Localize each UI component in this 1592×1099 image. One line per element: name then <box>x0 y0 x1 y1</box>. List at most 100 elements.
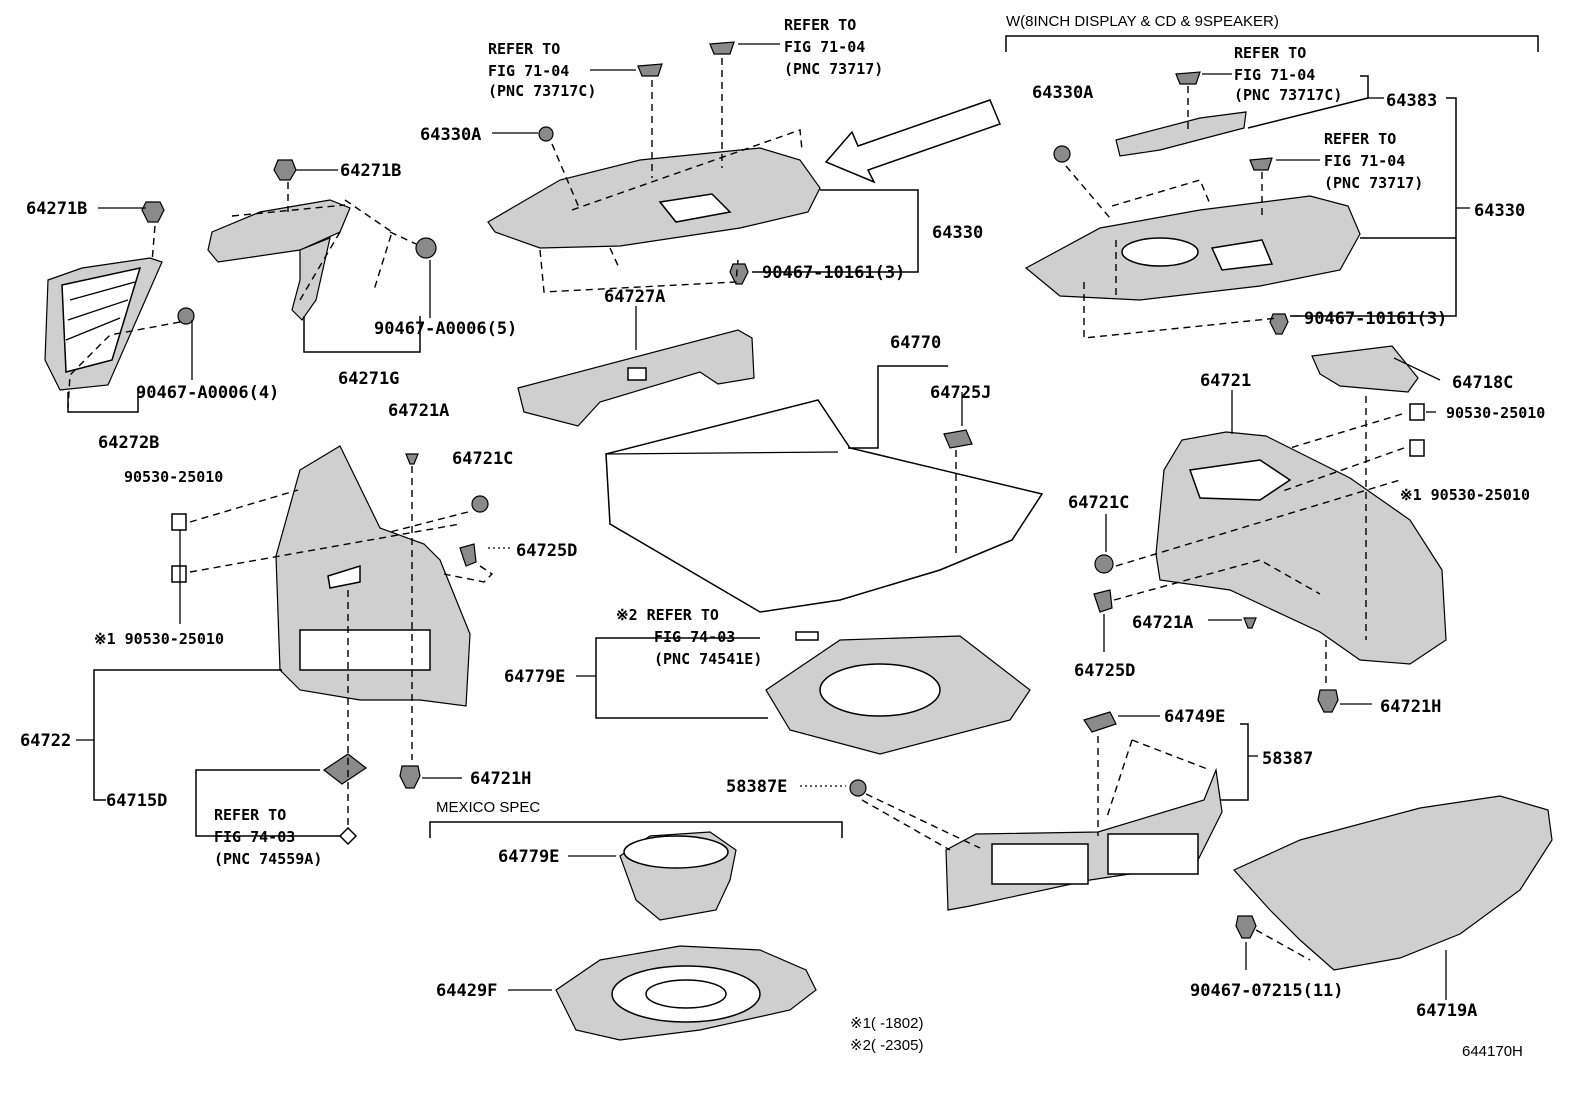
pillar-trim-64271G-drawing <box>207 199 351 321</box>
label-90467-07215: 90467-07215(11) <box>1190 981 1344 1001</box>
cover-64715D-drawing <box>322 753 368 785</box>
label-64330A-left: 64330A <box>420 125 481 145</box>
clip-90467-A0006-right <box>415 237 437 259</box>
spare-tray-64779E-mexico-drawing <box>619 831 737 921</box>
ref-block-top-mid: REFER TO FIG 71-04 (PNC 73717) <box>784 16 883 78</box>
ref-top-left-line2: FIG 71-04 <box>488 62 569 80</box>
clip-90467-07215-drawing <box>1235 915 1257 939</box>
cover-64383-drawing <box>1115 111 1247 157</box>
sill-trim-58387-drawing <box>945 767 1223 911</box>
clip-64330A-left <box>538 126 554 142</box>
ref-block-right-lower: REFER TO FIG 71-04 (PNC 73717) <box>1324 130 1423 192</box>
footnote-1: ※1( -1802) <box>850 1015 923 1032</box>
label-64330A-right: 64330A <box>1032 83 1093 103</box>
quarter-trim-64722-drawing <box>275 445 471 707</box>
ref-top-left-line3: (PNC 73717C) <box>488 82 596 100</box>
ref-center-line1: ※2 REFER TO <box>616 606 719 624</box>
label-90530-25010-a: 90530-25010 <box>124 468 223 486</box>
clip-64721C-left <box>471 495 489 513</box>
clip-73717-right <box>1249 157 1273 171</box>
tag-90530-25010-right-a <box>1409 403 1425 421</box>
hook-64725D-left <box>459 543 477 567</box>
label-64429F: 64429F <box>436 981 497 1001</box>
label-64271B-left: 64271B <box>26 199 87 219</box>
ref-right-upper-line3: (PNC 73717C) <box>1234 86 1342 104</box>
clip-73717C-left <box>637 63 663 77</box>
luggage-mat-64770-drawing <box>605 399 1044 613</box>
ref-right-lower-line1: REFER TO <box>1324 130 1396 148</box>
clip-64721H-right <box>1317 689 1339 713</box>
label-64721C-right: 64721C <box>1068 493 1129 513</box>
label-64330-left: 64330 <box>932 223 983 243</box>
mexico-spec-label: MEXICO SPEC <box>436 799 540 816</box>
clip-64271B-left <box>141 201 165 223</box>
label-64721C-left: 64721C <box>452 449 513 469</box>
clip-64721A-right <box>1243 617 1257 629</box>
package-tray-64330-right-drawing <box>1024 195 1361 301</box>
clip-64330A-right <box>1053 145 1071 163</box>
label-64715D: 64715D <box>106 791 167 811</box>
label-90467-A0006-5: 90467-A0006(5) <box>374 319 517 339</box>
ref-block-center: ※2 REFER TO FIG 74-03 (PNC 74541E) <box>616 606 762 668</box>
label-90467-A0006-4: 90467-A0006(4) <box>136 383 279 403</box>
clip-90467-10161-right <box>1269 313 1289 335</box>
variant-header: W(8INCH DISPLAY & CD & 9SPEAKER) <box>1006 13 1279 30</box>
ref-center-line2: FIG 74-03 <box>654 628 735 646</box>
spare-tray-64779E-drawing <box>765 631 1031 755</box>
ref-right-lower-line2: FIG 71-04 <box>1324 152 1405 170</box>
label-64727A: 64727A <box>604 287 665 307</box>
label-64718C: 64718C <box>1452 373 1513 393</box>
label-64725D-left: 64725D <box>516 541 577 561</box>
ref-bottom-left-line2: FIG 74-03 <box>214 828 295 846</box>
ref-bottom-left-line1: REFER TO <box>214 806 286 824</box>
label-90467-10161-left: 90467-10161(3) <box>762 263 905 283</box>
trunk-lid-trim-64719A-drawing <box>1233 795 1553 971</box>
label-64779E-top: 64779E <box>504 667 565 687</box>
ref-block-bottom-left: REFER TO FIG 74-03 (PNC 74559A) <box>214 806 322 868</box>
ref-center-line3: (PNC 74541E) <box>654 650 762 668</box>
ref-top-left-line1: REFER TO <box>488 40 560 58</box>
ref-top-mid-line1: REFER TO <box>784 16 856 34</box>
label-64330-right: 64330 <box>1474 201 1525 221</box>
quarter-trim-64721-drawing <box>1155 431 1447 665</box>
clip-64271B-top <box>273 159 297 181</box>
clip-90467-10161-left <box>729 263 749 285</box>
clip-73717C-right <box>1175 71 1201 85</box>
clip-64749E-drawing <box>1083 711 1117 733</box>
label-64719A: 64719A <box>1416 1001 1477 1021</box>
package-tray-64330-left-drawing <box>487 147 821 249</box>
ref-right-upper-line1: REFER TO <box>1234 44 1306 62</box>
label-58387: 58387 <box>1262 749 1313 769</box>
label-64721: 64721 <box>1200 371 1251 391</box>
tag-90530-25010-right-b <box>1409 439 1425 457</box>
label-90467-10161-right: 90467-10161(3) <box>1304 309 1447 329</box>
clip-64721A-left <box>405 453 419 465</box>
label-64721H-right: 64721H <box>1380 697 1441 717</box>
label-64272B: 64272B <box>98 433 159 453</box>
tire-cover-64429F-drawing <box>555 945 817 1041</box>
label-64749E: 64749E <box>1164 707 1225 727</box>
clip-64721H-left <box>399 765 421 789</box>
label-64722: 64722 <box>20 731 71 751</box>
tag-64725J-drawing <box>943 429 973 449</box>
cover-64718C-drawing <box>1311 345 1419 393</box>
figure-id: 644170H <box>1462 1043 1523 1060</box>
tag-90530-25010-left-b <box>171 565 187 583</box>
ref-block-right-upper: REFER TO FIG 71-04 (PNC 73717C) <box>1234 44 1342 104</box>
label-58387E: 58387E <box>726 777 787 797</box>
ref-right-upper-line2: FIG 71-04 <box>1234 66 1315 84</box>
ref-top-mid-line2: FIG 71-04 <box>784 38 865 56</box>
clip-58387E-drawing <box>849 779 867 797</box>
ref-block-top-left: REFER TO FIG 71-04 (PNC 73717C) <box>488 40 596 100</box>
label-90530-25010-d: ※1 90530-25010 <box>1400 486 1530 504</box>
label-64721A-left: 64721A <box>388 401 449 421</box>
label-90530-25010-c: 90530-25010 <box>1446 404 1545 422</box>
label-64271B-top: 64271B <box>340 161 401 181</box>
label-64383: 64383 <box>1386 91 1437 111</box>
clip-64721C-right <box>1094 554 1114 574</box>
label-64770: 64770 <box>890 333 941 353</box>
label-64725J: 64725J <box>930 383 991 403</box>
clip-90467-A0006-left <box>177 307 195 325</box>
